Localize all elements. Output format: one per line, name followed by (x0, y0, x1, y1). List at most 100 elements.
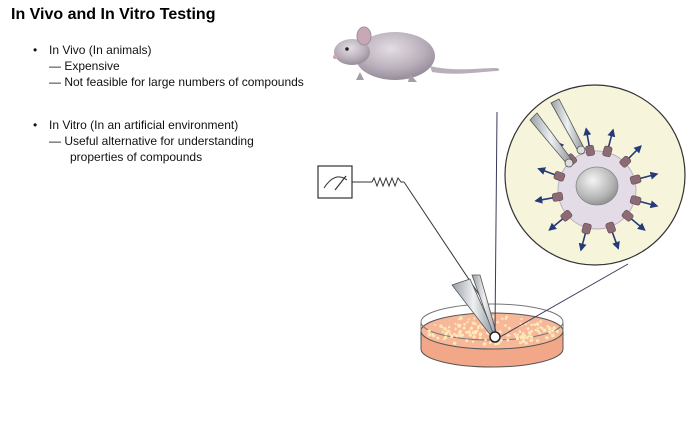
ion-channel (619, 155, 632, 168)
dish-cell (518, 330, 522, 334)
dish-cell (548, 331, 552, 334)
dish-cell (506, 338, 510, 342)
dish-cell (462, 326, 466, 330)
dish-cell (444, 335, 448, 340)
mouse-nose (333, 55, 337, 59)
dish-cell (539, 320, 542, 323)
dish-cell (443, 327, 447, 331)
ion-channel (553, 171, 566, 182)
dish-cell (465, 331, 468, 334)
ion-channel (581, 222, 592, 235)
dish-cell (431, 333, 434, 336)
dish-cell (484, 338, 487, 342)
dish-cell (439, 324, 443, 328)
dish-cell (514, 334, 518, 338)
bullet-icon: • (33, 118, 38, 132)
dish-cell (536, 327, 539, 330)
dish-cell (508, 334, 511, 337)
dish-cell (471, 321, 476, 325)
dish-cell (478, 324, 482, 327)
dish-cell (449, 332, 452, 336)
dish-cell (529, 338, 534, 343)
dish-cell (446, 329, 450, 333)
bullet-icon: • (33, 43, 38, 57)
mouse-illustration (333, 26, 500, 82)
dish-cell (524, 334, 527, 337)
dish-cell (521, 339, 526, 343)
meter-gauge-icon (317, 165, 353, 199)
dish-cell (518, 341, 522, 345)
sub-item-not-feasible: — Not feasible for large numbers of comp… (49, 75, 304, 89)
dish-cell (498, 330, 501, 332)
dish-cell (457, 324, 461, 328)
dish-cell (534, 328, 538, 332)
dish-cell (506, 334, 510, 337)
dish-cell (448, 325, 451, 329)
page-title: In Vivo and In Vitro Testing (11, 6, 216, 23)
dish-cell (471, 340, 475, 343)
bullet-label: In Vitro (In an artificial environment) (49, 118, 239, 132)
dish-cell (459, 316, 463, 320)
dish-cell (433, 323, 436, 326)
dish-cell (546, 336, 549, 340)
ion-channel (602, 145, 613, 158)
dish-cell (476, 326, 480, 330)
dish-cell (488, 341, 492, 345)
dish-cell (480, 326, 484, 329)
ion-channel (629, 195, 642, 206)
dish-cell (519, 335, 522, 338)
dish-cell (467, 318, 470, 321)
dish-cell (482, 342, 487, 346)
dish-cell (492, 315, 495, 318)
dish-cell (516, 333, 520, 336)
dish-cell (453, 341, 457, 345)
dish-cell (473, 317, 476, 320)
dish-cell (524, 323, 527, 326)
dish-cell (465, 339, 469, 343)
dish-cell (450, 334, 454, 338)
dish-cell (539, 326, 542, 329)
magnify-spot (489, 331, 501, 343)
dish-cell (455, 334, 459, 338)
zoom-line-left (494, 111, 498, 333)
dish-cell (469, 326, 473, 330)
dish-cell (468, 333, 472, 337)
dish-cell (473, 330, 477, 335)
dish-cell (466, 321, 469, 324)
mouse-front-leg (356, 72, 364, 80)
dish-cell (458, 333, 463, 338)
mouse-body (355, 32, 435, 80)
dish-cell (521, 332, 525, 336)
dish-cell (496, 320, 499, 324)
dish-cell (533, 323, 537, 326)
dish-cell (501, 317, 504, 320)
ion-channel (560, 209, 573, 222)
cell-nucleus (575, 166, 619, 206)
dish-cell (544, 329, 547, 332)
dish-cell (436, 336, 440, 340)
dish-cell (507, 326, 511, 330)
dish-cell (530, 329, 533, 333)
magnified-cell-illustration (504, 84, 686, 266)
mouse-ear (356, 26, 372, 46)
dish-cell (538, 331, 541, 335)
dish-cell (452, 332, 456, 336)
ion-channel (605, 221, 616, 234)
bullet-in-vivo: •In Vivo (In animals) — Expensive — Not … (33, 42, 304, 90)
dish-cell (478, 336, 482, 340)
sub-item-useful-alternative: — Useful alternative for understanding (49, 134, 254, 148)
dish-cell (454, 328, 457, 331)
sub-item-continuation: properties of compounds (70, 150, 203, 164)
dish-cell (478, 332, 483, 337)
dish-cell (536, 329, 540, 333)
dish-cell (529, 335, 532, 338)
dish-cell (504, 324, 507, 327)
resistor-icon (371, 176, 404, 188)
dish-cell (467, 330, 471, 334)
mouse-back-leg (408, 74, 417, 82)
micropipette-probes (529, 98, 586, 168)
dish-cell (535, 339, 540, 343)
dish-cell (528, 332, 532, 336)
ion-channel (551, 192, 564, 202)
dish-cell (427, 329, 431, 333)
